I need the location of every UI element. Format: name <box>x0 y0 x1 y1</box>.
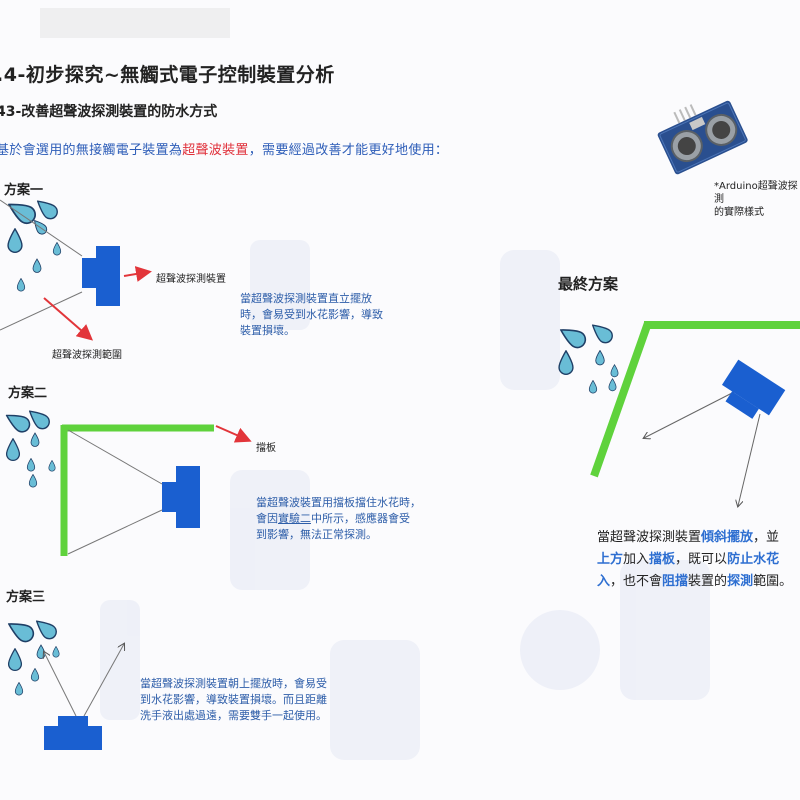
plan3-desc-line3: 洗手液出處過遠，需要雙手一起使用。 <box>140 709 327 722</box>
plan1-device-arrow <box>123 266 152 282</box>
photo-caption-line2: 的實際樣式 <box>714 207 764 218</box>
plan3-beam-left <box>44 652 77 717</box>
final-l1c: ，並 <box>753 530 780 545</box>
final-l2a: 上方 <box>597 552 624 567</box>
plan3-sensor-body <box>44 726 102 750</box>
plan2-sensor-face <box>162 482 176 512</box>
final-l3d: 裝置的 <box>688 574 728 589</box>
plan2-desc-line3: 到影響，無法正常探測。 <box>256 528 377 541</box>
final-desc-line3: 入，也不會阻擋裝置的探測範圍。 <box>597 571 792 593</box>
photo-caption: *Arduino超聲波探測 的實際樣式 <box>714 180 800 219</box>
final-desc-line1: 當超聲波探測裝置傾斜擺放，並 <box>597 527 792 549</box>
final-l2d: ，既可以 <box>675 552 728 567</box>
plan1-drops <box>3 195 62 292</box>
plan2-desc-line2: 會因實驗二中所示，感應器會受 <box>256 511 421 527</box>
photo-caption-line1: *Arduino超聲波探測 <box>714 181 798 205</box>
plan1-beam-top <box>0 199 83 257</box>
final-l3c: 阻擋 <box>662 574 689 589</box>
final-l3e: 探測 <box>727 574 754 589</box>
plan2-description: 當超聲波裝置用擋板擋住水花時， 會因實驗二中所示，感應器會受 到影響，無法正常探… <box>256 495 421 543</box>
intro-prefix: 基於會選用的無接觸電子裝置為 <box>0 143 183 158</box>
final-description: 當超聲波探測裝置傾斜擺放，並 上方加入擋板，既可以防止水花 入，也不會阻擋裝置的… <box>597 527 792 593</box>
plan1-desc-line2: 時，會易受到水花影響，導致 <box>240 308 383 321</box>
plan3-title: 方案三 <box>6 590 46 605</box>
intro-text: 基於會選用的無接觸電子裝置為超聲波裝置，需要經過改善才能更好地使用： <box>0 139 448 158</box>
final-desc-line2: 上方加入擋板，既可以防止水花 <box>597 549 792 571</box>
plan2-desc-line1: 當超聲波裝置用擋板擋住水花時， <box>256 496 421 509</box>
plan2-beam-bottom <box>67 509 163 555</box>
plan3-desc-line1: 當超聲波探測裝置朝上擺放時，會易受 <box>140 677 327 690</box>
intro-highlight: 超聲波裝置 <box>182 143 249 158</box>
final-l2e: 防止水花 <box>727 552 780 567</box>
plan2-board-label: 擋板 <box>256 443 276 454</box>
plan2-sensor-body <box>176 466 200 528</box>
plan1-desc-line3: 裝置損壞。 <box>240 324 295 337</box>
final-l1a: 當超聲波探測裝置 <box>597 530 702 545</box>
plan1-device-label: 超聲波探測裝置 <box>156 274 226 285</box>
final-beam-left <box>644 391 735 438</box>
plan1-sensor-face <box>82 258 96 288</box>
final-l2c: 擋板 <box>649 552 676 567</box>
plan1-sensor-body <box>96 246 120 306</box>
plan3-beam-right <box>83 644 124 717</box>
plan1-desc-line1: 當超聲波探測裝置直立擺放 <box>240 292 372 305</box>
plan2-title: 方案二 <box>8 386 48 401</box>
final-l2b: 加入 <box>623 552 650 567</box>
plan1-description: 當超聲波探測裝置直立擺放 時，會易受到水花影響，導致 裝置損壞。 <box>240 291 383 339</box>
plan2-desc-line2a: 會因 <box>256 512 278 525</box>
final-sensor <box>721 359 786 419</box>
plan3-sensor-face <box>58 716 88 728</box>
section-subtitle: 43-改善超聲波探測裝置的防水方式 <box>0 104 218 120</box>
background-watermark <box>100 240 710 760</box>
top-bar-shade <box>40 8 230 38</box>
plan2-beam-top <box>67 429 163 485</box>
final-board-slope <box>590 321 652 478</box>
plan3-desc-line2: 到水花影響，導致裝置損壞。而且距離 <box>140 693 327 706</box>
final-beam-right <box>738 413 761 506</box>
final-l3b: ，也不會 <box>610 574 663 589</box>
plan1-title: 方案一 <box>4 183 44 198</box>
plan1-range-label: 超聲波探測範圍 <box>52 350 122 361</box>
plan1-range-arrow <box>43 297 94 341</box>
final-l1b: 傾斜擺放 <box>701 530 754 545</box>
plan2-board-arrow <box>215 425 252 443</box>
plan1-beam-bottom <box>0 291 83 331</box>
plan2-desc-line2b: 實驗二 <box>278 512 311 525</box>
final-drops <box>555 318 619 394</box>
intro-suffix: ，需要經過改善才能更好地使用： <box>248 143 449 158</box>
final-title: 最終方案 <box>558 275 619 293</box>
plan3-drops <box>3 614 61 696</box>
plan3-description: 當超聲波探測裝置朝上擺放時，會易受 到水花影響，導致裝置損壞。而且距離 洗手液出… <box>140 676 327 724</box>
plan2-drops <box>1 405 56 488</box>
plan2-desc-line2c: 中所示，感應器會受 <box>311 512 410 525</box>
final-l3a: 入 <box>597 574 611 589</box>
arduino-sensor-photo <box>657 100 748 175</box>
final-l3f: 範圍。 <box>753 574 793 589</box>
page-title: .4-初步探究~無觸式電子控制裝置分析 <box>0 64 335 86</box>
